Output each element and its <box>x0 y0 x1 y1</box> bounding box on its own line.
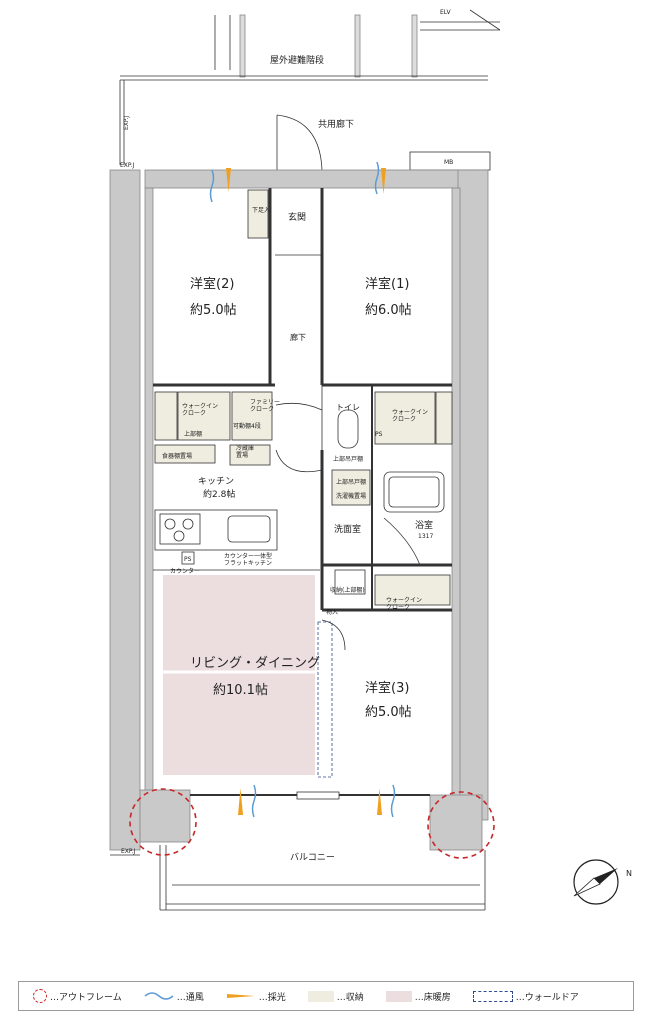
legend-item-ventilation: …通風 <box>144 990 204 1003</box>
bath-size: 1317 <box>418 533 433 540</box>
counter-kitchen-label: カウンター一体型フラットキッチン <box>224 552 272 567</box>
outframe-circle-icon <box>33 989 47 1003</box>
legend-label: …通風 <box>176 992 204 1003</box>
legend-box: …アウトフレーム …通風 …採光 …収納 …床暖房 …ウォールドア <box>18 981 634 1011</box>
outdoor-stairs-label: 屋外避難階段 <box>270 54 324 66</box>
upper-cabinet-label: 上部吊戸棚 <box>333 455 363 463</box>
family-closet-label: ファミリークローク <box>250 399 280 413</box>
kitchen-name: キッチン <box>198 476 234 487</box>
linen-label: 収納(上部棚) <box>330 586 365 594</box>
exp-j-mid-label: EXP.J <box>120 162 134 169</box>
daylight-arrow-icon <box>226 994 255 998</box>
balcony-label: バルコニー <box>290 852 335 863</box>
walkin-closet-3-label: ウォークインクローク <box>386 596 422 611</box>
ld-name: リビング・ダイニング <box>190 656 320 671</box>
ps-2-label: PS <box>375 431 383 438</box>
toilet-label: トイレ <box>336 403 360 412</box>
ps-1-label: PS <box>184 556 192 563</box>
floor-plan: ELV 屋外避難階段 共用廊下 EXP.J EXP.J EXP.J MB 玄関 … <box>109 9 632 911</box>
movable-shelves-label: 可動棚4段 <box>233 422 261 430</box>
walkin-closet-1-label: ウォークインクローク <box>182 402 218 417</box>
legend-label: …床暖房 <box>414 992 451 1003</box>
room-1-size: 約6.0帖 <box>365 303 412 318</box>
counter-label: カウンター <box>170 567 200 575</box>
bath-name: 浴室 <box>415 519 433 531</box>
elv-label: ELV <box>440 9 451 16</box>
legend-item-storage: …収納 <box>307 990 364 1003</box>
ld-size: 約10.1帖 <box>213 683 268 698</box>
legend-label: …ウォールドア <box>515 992 579 1003</box>
mb-label: MB <box>444 159 453 166</box>
upper-shelf-label: 上部棚 <box>184 430 202 438</box>
common-corridor-label: 共用廊下 <box>318 118 354 130</box>
hallway-label: 廊下 <box>290 332 306 342</box>
fridge-space-label: 冷蔵庫置場 <box>236 444 254 459</box>
wall-door-swatch-icon <box>472 990 513 1002</box>
entrance-label: 玄関 <box>288 211 306 223</box>
storage-swatch-icon <box>307 990 334 1002</box>
room-1-name: 洋室(1) <box>365 276 409 292</box>
north-compass-icon <box>573 859 619 905</box>
legend-item-daylight: …採光 <box>226 990 286 1003</box>
upper-cabinet-2-label: 上部吊戸棚 <box>336 478 366 486</box>
storage-in-label: 物入 <box>326 608 338 616</box>
legend-label: …採光 <box>258 992 286 1003</box>
ventilation-wave-icon <box>209 161 396 818</box>
legend-label: …アウトフレーム <box>50 992 122 1003</box>
dish-cabinet-label: 食器棚置場 <box>162 452 192 460</box>
legend-item-floor-heating: …床暖房 <box>385 990 451 1003</box>
exp-j-top-label: EXP.J <box>123 116 130 130</box>
ventilation-wave-icon <box>144 992 174 1000</box>
kitchen-size: 約2.8帖 <box>203 488 235 500</box>
shoe-storage-label: 下足入 <box>252 207 270 214</box>
room-3-name: 洋室(3) <box>365 680 409 696</box>
room-3-size: 約5.0帖 <box>365 705 412 720</box>
daylight-arrow-icon <box>226 168 386 815</box>
washroom-label: 洗面室 <box>334 523 361 535</box>
walkin-closet-2-label: ウォークインクローク <box>392 408 428 423</box>
north-label: N <box>626 869 632 878</box>
legend-item-outframe: …アウトフレーム <box>33 989 122 1003</box>
legend-item-wall-door: …ウォールドア <box>472 990 579 1003</box>
washer-space-label: 洗濯機置場 <box>336 492 366 500</box>
exp-j-bottom-label: EXP.J <box>121 848 135 855</box>
legend-label: …収納 <box>336 992 364 1003</box>
room-2-size: 約5.0帖 <box>190 303 237 318</box>
room-2-name: 洋室(2) <box>190 276 234 292</box>
floor-heating-swatch-icon <box>385 990 412 1002</box>
